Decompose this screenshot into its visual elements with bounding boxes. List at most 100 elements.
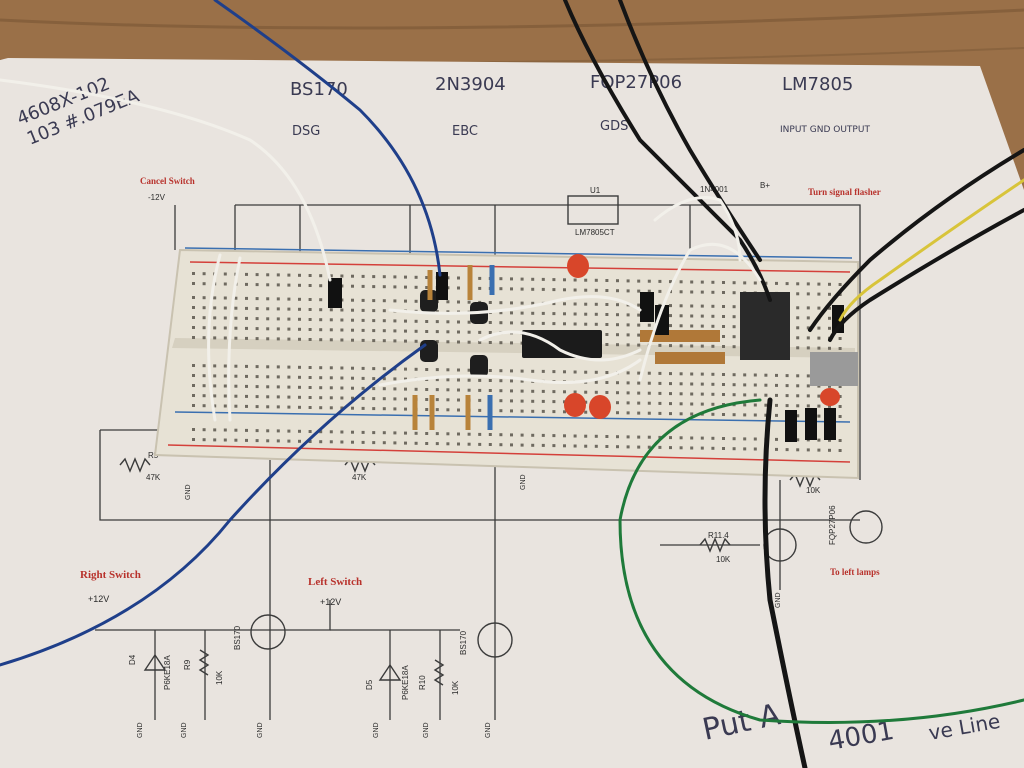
breadboard-hole	[679, 290, 683, 294]
part-bs170: BS170	[290, 79, 348, 100]
breadboard-hole	[573, 390, 577, 394]
breadboard-hole	[711, 344, 715, 348]
transistor	[420, 290, 438, 312]
breadboard-hole	[329, 328, 333, 332]
breadboard-hole	[594, 380, 598, 384]
breadboard-hole	[234, 394, 238, 398]
breadboard-hole	[245, 428, 248, 432]
breadboard-hole	[223, 306, 227, 310]
breadboard-hole	[202, 404, 206, 408]
breadboard-hole	[722, 413, 725, 416]
part-fqp27p06-pins: GDS	[600, 119, 628, 134]
breadboard-hole	[276, 317, 280, 321]
white-jumper	[388, 295, 642, 315]
breadboard-hole	[223, 394, 227, 398]
breadboard-hole	[223, 384, 227, 388]
breadboard-hole	[806, 316, 810, 320]
breadboard-hole	[584, 410, 588, 414]
breadboard-hole	[499, 277, 503, 281]
breadboard-hole	[520, 443, 524, 447]
breadboard-hole	[700, 382, 704, 386]
breadboard-hole	[351, 274, 354, 278]
breadboard-hole	[764, 373, 768, 377]
breadboard-hole	[245, 326, 248, 330]
breadboard-hole	[828, 316, 831, 320]
breadboard-hole	[255, 405, 259, 409]
breadboard-hole	[753, 373, 757, 377]
breadboard-hole	[202, 336, 206, 340]
breadboard-hole	[446, 368, 450, 372]
white-wire	[0, 78, 332, 282]
breadboard-hole	[541, 433, 545, 437]
breadboard-hole	[351, 308, 354, 312]
breadboard-hole	[679, 324, 683, 328]
wire-plug	[805, 408, 817, 440]
breadboard-hole	[435, 340, 439, 344]
breadboard-hole	[806, 292, 810, 296]
breadboard-hole	[838, 415, 842, 418]
breadboard-hole	[329, 366, 333, 370]
breadboard-hole	[828, 292, 831, 296]
breadboard-hole	[266, 297, 270, 301]
breadboard-hole	[669, 392, 672, 396]
breadboard-hole	[658, 381, 662, 385]
breadboard-hole	[785, 448, 789, 452]
breadboard-hole	[298, 405, 301, 409]
breadboard-hole	[276, 283, 280, 287]
breadboard-hole	[806, 384, 810, 388]
breadboard-hole	[319, 366, 323, 370]
breadboard-hole	[531, 399, 535, 403]
breadboard-hole	[245, 374, 248, 378]
breadboard-hole	[616, 343, 619, 347]
breadboard-hole	[796, 414, 800, 418]
breadboard-hole	[711, 402, 715, 406]
breadboard-hole	[732, 315, 736, 319]
breadboard-hole	[584, 444, 588, 448]
breadboard-hole	[255, 429, 259, 433]
label-to-left-lamps: To left lamps	[830, 567, 880, 577]
breadboard-hole	[245, 272, 248, 276]
breadboard-hole	[404, 407, 407, 411]
breadboard-hole	[796, 448, 800, 452]
breadboard-hole	[700, 290, 704, 294]
breadboard-hole	[573, 302, 577, 306]
breadboard-hole	[700, 280, 704, 284]
breadboard-hole	[414, 431, 418, 435]
breadboard-hole	[308, 284, 312, 287]
breadboard-hole	[393, 431, 397, 435]
breadboard-hole	[552, 312, 556, 316]
breadboard-hole	[351, 386, 354, 390]
breadboard-hole	[753, 393, 757, 397]
breadboard-hole	[520, 409, 524, 413]
breadboard-hole	[457, 368, 460, 372]
breadboard-hole	[446, 388, 450, 392]
breadboard-hole	[732, 345, 736, 349]
wood-grain	[0, 8, 1024, 30]
breadboard-hole	[298, 273, 301, 277]
breadboard-hole	[626, 435, 630, 439]
breadboard-hole	[594, 434, 598, 438]
breadboard-hole	[817, 414, 821, 418]
breadboard-hole	[202, 438, 206, 442]
breadboard-hole	[351, 430, 354, 434]
breadboard-hole	[510, 321, 513, 325]
breadboard-hole	[404, 299, 407, 303]
breadboard-hole	[775, 447, 778, 451]
breadboard-hole	[669, 412, 672, 416]
breadboard-hole	[319, 440, 323, 444]
label-gnd: GND	[775, 592, 782, 608]
breadboard-hole	[690, 304, 694, 308]
breadboard-hole	[743, 373, 747, 377]
breadboard-hole	[192, 272, 195, 275]
breadboard-hole	[679, 344, 683, 348]
breadboard-hole	[679, 280, 683, 284]
breadboard-hole	[637, 411, 641, 415]
breadboard-hole	[669, 446, 672, 450]
breadboard-hole	[255, 337, 259, 341]
breadboard-hole	[202, 428, 206, 432]
breadboard-hole	[637, 381, 641, 385]
breadboard-hole	[213, 384, 217, 388]
breadboard-hole	[382, 441, 386, 445]
breadboard-hole	[520, 399, 524, 403]
breadboard-hole	[478, 388, 482, 392]
